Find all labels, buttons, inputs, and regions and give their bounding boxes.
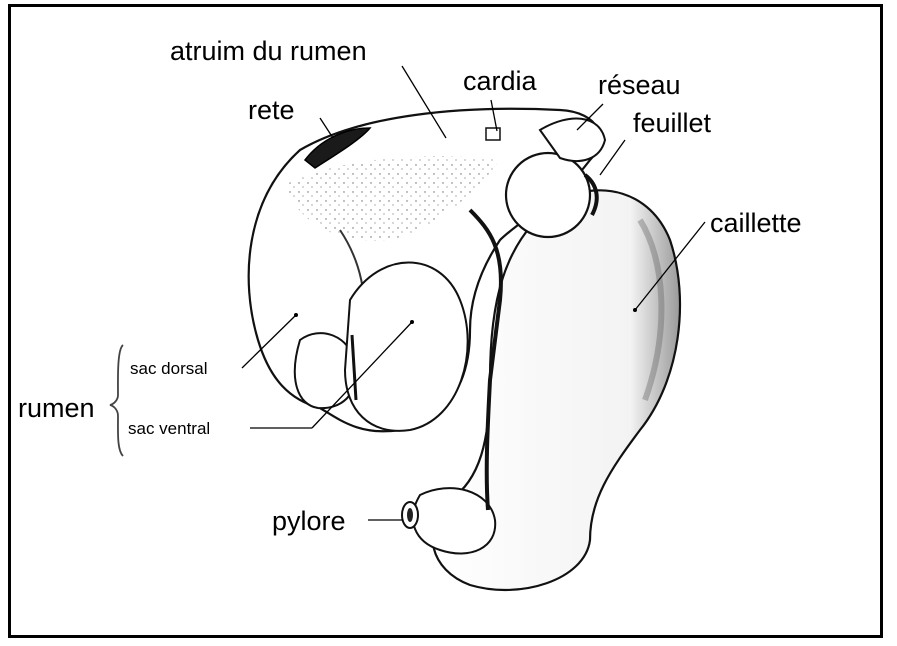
label-rete: rete [248,97,295,124]
label-cardia: cardia [463,68,537,95]
label-rumen: rumen [18,395,95,422]
feuillet-organ [506,153,590,237]
label-sac-ventral: sac ventral [128,420,210,437]
pylore-organ [413,488,495,553]
label-caillette: caillette [710,210,802,237]
label-sac-dorsal: sac dorsal [130,360,207,377]
label-pylore: pylore [272,508,346,535]
label-feuillet: feuillet [633,110,711,137]
label-atrium: atruim du rumen [170,38,367,65]
label-reseau: réseau [598,72,681,99]
